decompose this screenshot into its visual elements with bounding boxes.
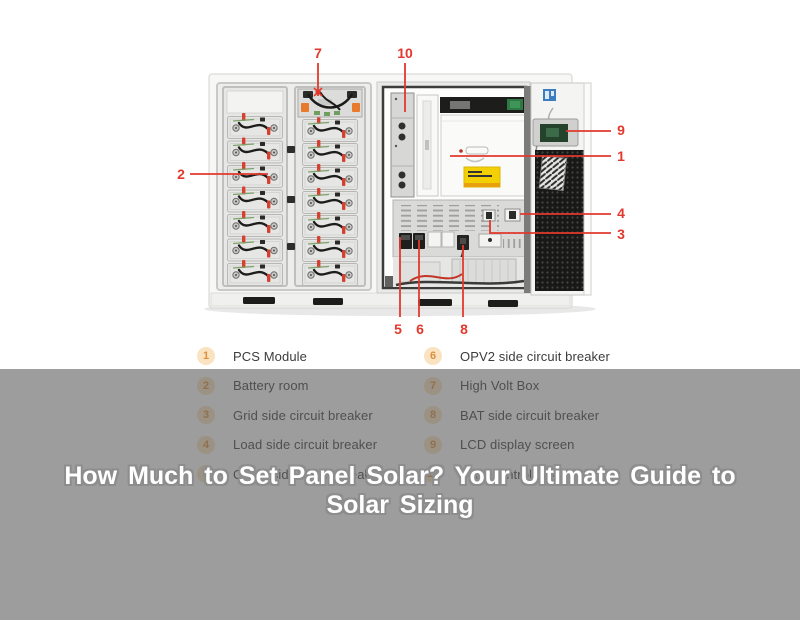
cable-tray: [393, 257, 528, 287]
callout-4: 4: [617, 205, 625, 221]
door-grille: [535, 150, 584, 291]
battery-room: [216, 82, 372, 291]
callout-9: 9: [617, 122, 625, 138]
callout-7: 7: [314, 45, 322, 61]
lcd-display: [532, 118, 579, 147]
callout-8: 8: [460, 321, 468, 337]
hero-title-line1: How Much to Set Panel Solar? Your Ultima…: [64, 462, 736, 490]
callout-1: 1: [617, 148, 625, 164]
cabinet-door: [524, 82, 592, 296]
legend-badge-1: 1: [197, 347, 215, 365]
legend-item-1: 1 PCS Module: [197, 347, 383, 365]
legend-item-6: 6 OPV2 side circuit breaker: [424, 347, 610, 365]
title-overlay: How Much to Set Panel Solar? Your Ultima…: [0, 369, 800, 620]
hero-title: How Much to Set Panel Solar? Your Ultima…: [0, 462, 800, 520]
callout-lines: [190, 63, 611, 317]
callout-10: 10: [397, 45, 413, 61]
breaker-panel: [392, 199, 529, 272]
high-volt-box: [297, 87, 363, 118]
callout-6: 6: [416, 321, 424, 337]
control-rack-module: [390, 92, 415, 198]
legend-badge-6: 6: [424, 347, 442, 365]
callout-2: 2: [177, 166, 185, 182]
legend-label-pcs-module: PCS Module: [233, 348, 307, 364]
hero-title-line2: Solar Sizing: [326, 491, 474, 519]
equipment-diagram: [190, 63, 611, 317]
legend-label-opv2-breaker: OPV2 side circuit breaker: [460, 348, 610, 364]
warning-label: [463, 166, 501, 188]
callout-3: 3: [617, 226, 625, 242]
door-sticker: [543, 89, 556, 101]
callout-5: 5: [394, 321, 402, 337]
